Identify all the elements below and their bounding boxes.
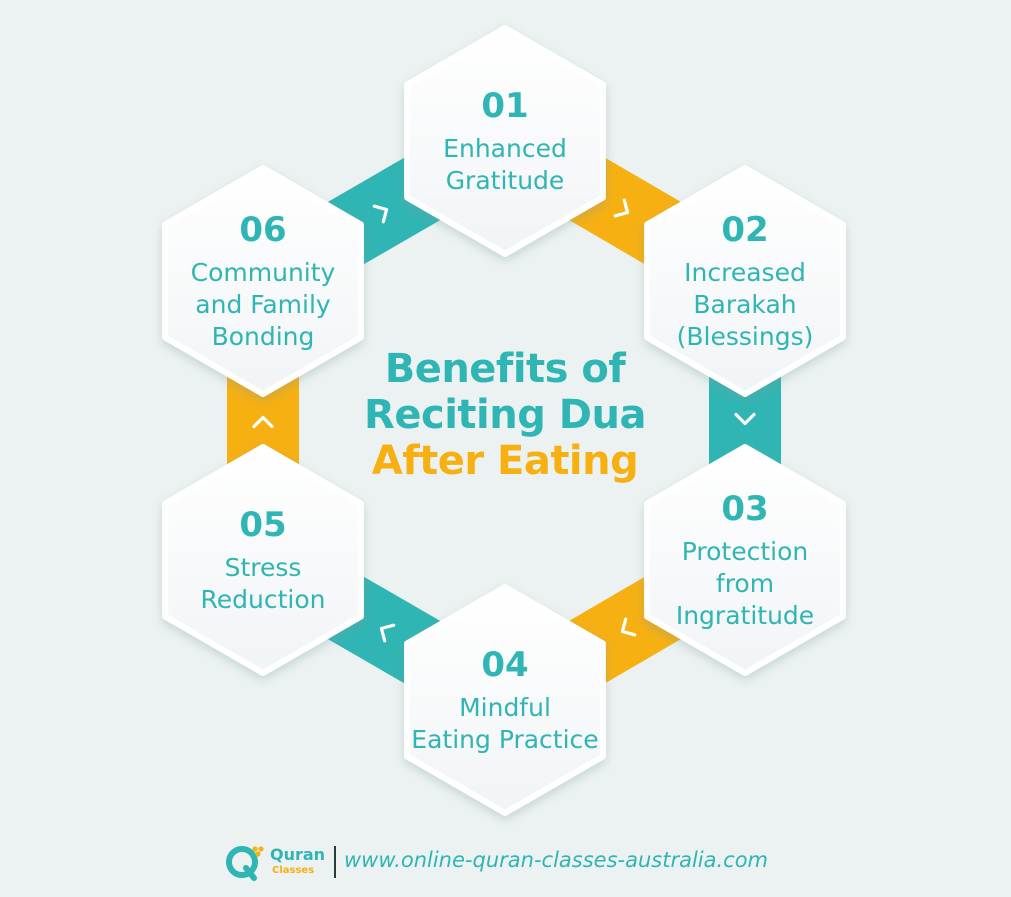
chevron-icon: [379, 623, 396, 643]
chevron-icon: [734, 412, 756, 426]
brand-logo: Quran Classes: [224, 842, 334, 882]
step-label-line: Ingratitude: [676, 601, 814, 630]
step-label-line: Mindful: [459, 693, 551, 722]
step-label-line: Bonding: [212, 322, 315, 351]
hexagon-shape: [162, 165, 364, 397]
hexagon-shape: [644, 444, 846, 676]
footer: Quran Classes www.online-quran-classes-a…: [0, 842, 1011, 882]
hexagon-shape: [162, 444, 364, 676]
chevron-icon: [252, 415, 274, 429]
step-number: 03: [721, 489, 768, 529]
step-label-line: Reduction: [201, 585, 326, 614]
step-number: 01: [481, 86, 528, 126]
step-number: 06: [239, 210, 286, 250]
step-label-line: Protection: [682, 537, 808, 566]
step-label-line: Gratitude: [446, 166, 565, 195]
logo-word-quran: Quran: [270, 845, 326, 864]
step-label-line: from: [716, 569, 774, 598]
step-label-line: Community: [191, 258, 336, 287]
website-link[interactable]: www.online-quran-classes-australia.com: [344, 848, 769, 872]
chevron-icon: [372, 204, 389, 224]
footer-divider: [334, 846, 336, 878]
step-label-line: Increased: [684, 258, 806, 287]
title-line-2: Reciting Dua: [364, 392, 646, 438]
title-line-1: Benefits of: [384, 346, 626, 392]
hexagon-shape: [404, 25, 606, 257]
hexagon-shape: [644, 165, 846, 397]
step-number: 04: [481, 645, 528, 685]
step-label-line: Stress: [225, 553, 302, 582]
chevron-icon: [613, 198, 630, 218]
logo-word-classes: Classes: [272, 865, 315, 876]
hexagon-shape: [404, 584, 606, 816]
step-label-line: Barakah: [693, 290, 796, 319]
step-number: 02: [721, 210, 768, 250]
quran-classes-logo-icon: [226, 846, 264, 881]
step-label-line: Eating Practice: [411, 725, 598, 754]
title-line-3-highlight: After Eating: [371, 438, 639, 484]
step-number: 05: [239, 505, 286, 545]
step-label-line: and Family: [195, 290, 331, 319]
diagram-title: Benefits of Reciting Dua After Eating: [300, 346, 710, 484]
step-label-line: Enhanced: [443, 134, 567, 163]
step-label-line: (Blessings): [677, 322, 814, 351]
chevron-icon: [620, 617, 637, 637]
